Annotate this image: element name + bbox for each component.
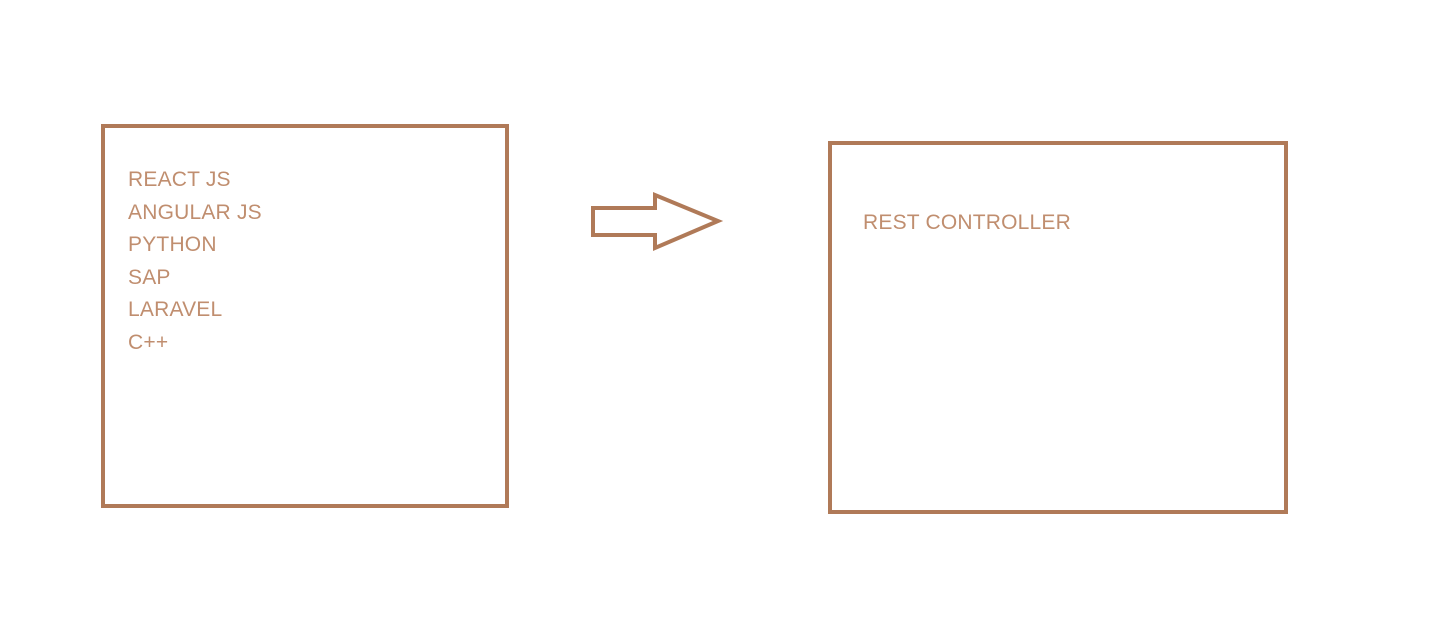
technology-list: REACT JS ANGULAR JS PYTHON SAP LARAVEL C… xyxy=(128,164,262,359)
technology-item-cpp: C++ xyxy=(128,330,169,354)
technology-item-laravel: LARAVEL xyxy=(128,298,223,321)
technology-item-python: PYTHON xyxy=(128,233,217,256)
target-box: REST CONTROLLER xyxy=(828,141,1288,514)
technology-item-angular-js: ANGULAR JS xyxy=(128,200,262,224)
right-arrow-icon xyxy=(591,192,724,252)
technology-item-react-js: REACT JS xyxy=(128,168,231,191)
rest-controller-label: REST CONTROLLER xyxy=(863,211,1071,234)
technology-item-sap: SAP xyxy=(128,265,171,289)
source-box: REACT JS ANGULAR JS PYTHON SAP LARAVEL C… xyxy=(101,124,509,508)
